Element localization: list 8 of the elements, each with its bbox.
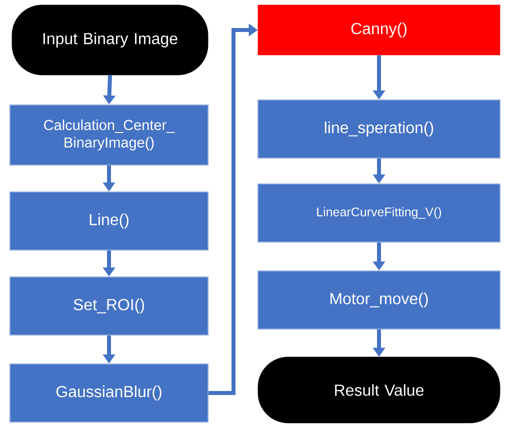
process-box: Canny() xyxy=(258,4,500,56)
process-box: LinearCurveFitting_V() xyxy=(258,184,500,242)
process-box: Calculation_Center_ BinaryImage() xyxy=(10,104,208,166)
process-box: Line() xyxy=(10,192,208,250)
process-box: GaussianBlur() xyxy=(10,363,208,422)
process-box: Motor_move() xyxy=(258,270,500,330)
process-box: line_speration() xyxy=(258,100,500,158)
process-box: Set_ROI() xyxy=(10,276,208,336)
